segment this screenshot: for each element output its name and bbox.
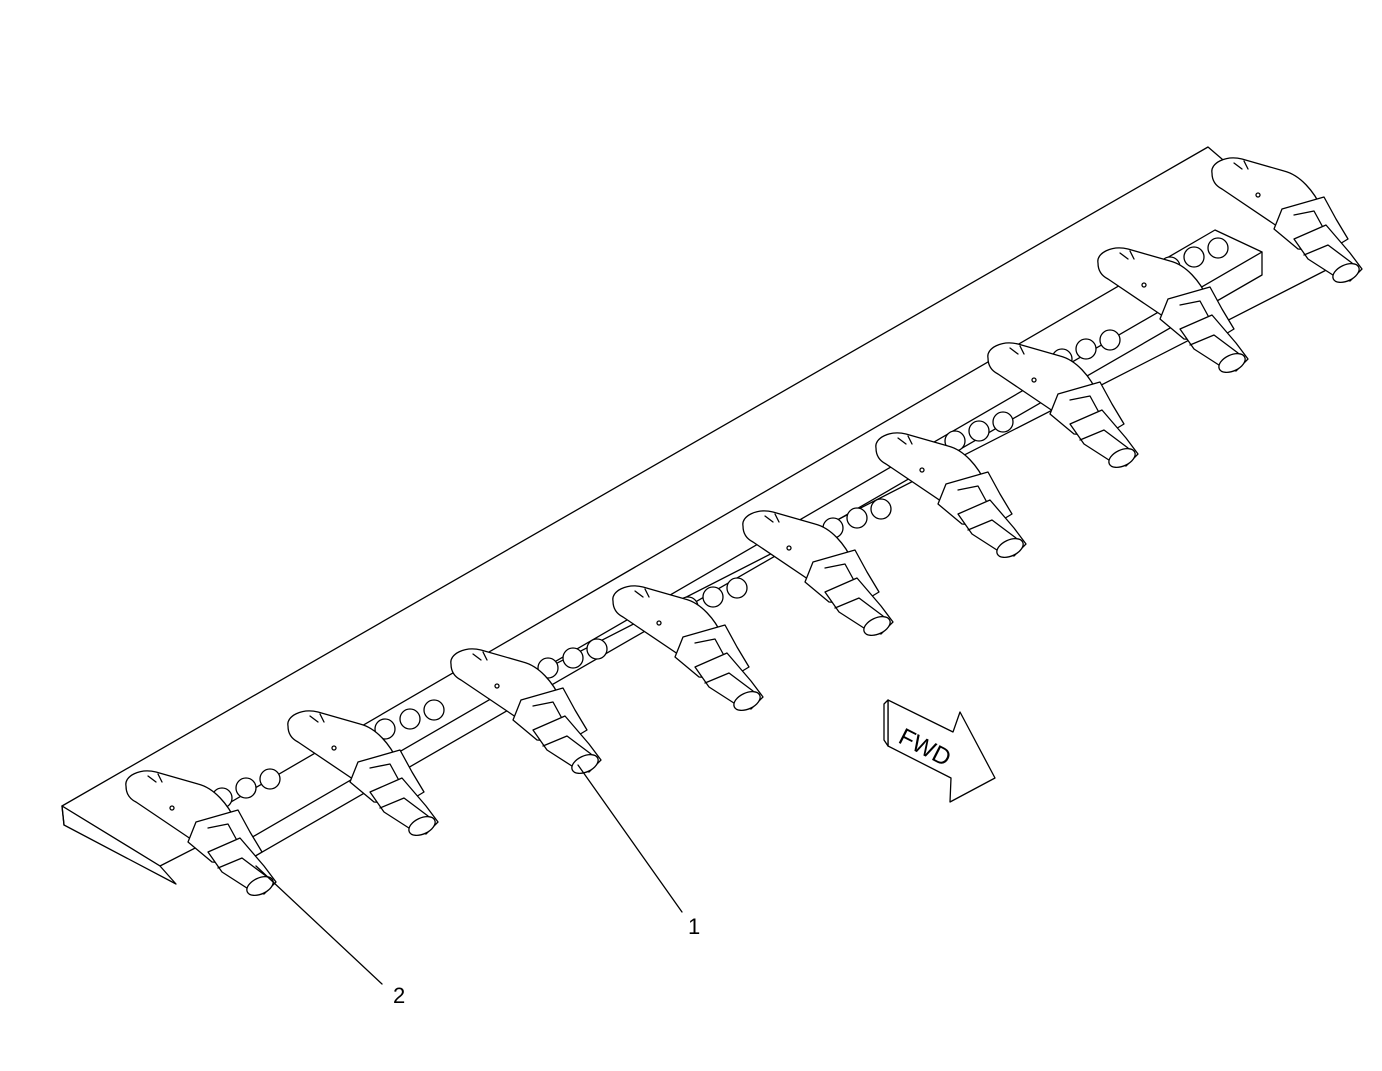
tooth-6 <box>875 432 1027 562</box>
callout-2: 2 <box>255 865 405 1008</box>
callout-label-2: 2 <box>393 983 405 1008</box>
tooth-3 <box>450 648 602 778</box>
fwd-arrow: FWD <box>883 699 996 803</box>
bolt-holes <box>211 237 1229 809</box>
callout-1: 1 <box>577 764 700 939</box>
leader-line-1 <box>577 764 683 913</box>
tooth-4 <box>612 585 764 715</box>
callout-label-1: 1 <box>688 914 700 939</box>
leader-line-2 <box>255 865 383 985</box>
tooth-5 <box>742 510 894 640</box>
